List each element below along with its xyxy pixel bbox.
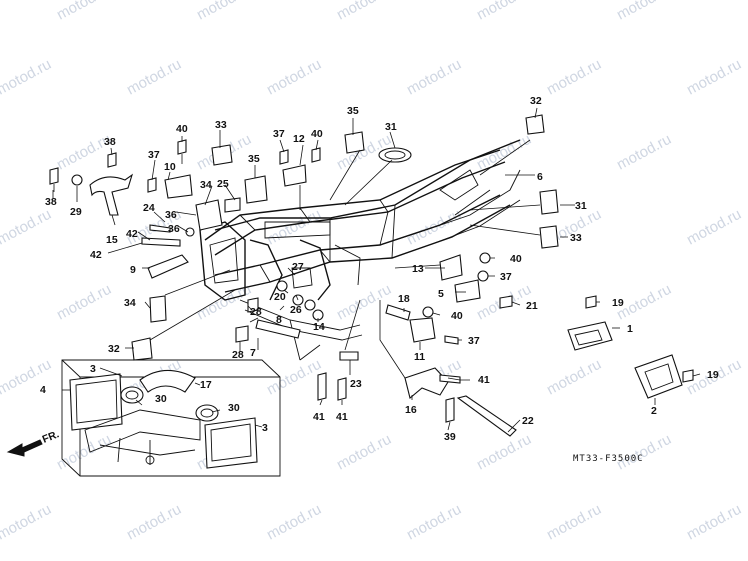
callout-36-2: 36 [168, 223, 180, 235]
callout-22: 22 [522, 415, 534, 427]
callout-12: 12 [293, 133, 305, 145]
callout-30: 30 [155, 393, 167, 405]
callout-32-2: 32 [530, 95, 542, 107]
callout-1: 1 [627, 323, 633, 335]
watermark-text: motod.ru [544, 501, 604, 544]
callout-39: 39 [444, 431, 456, 443]
callout-40: 40 [176, 123, 188, 135]
callout-26: 26 [290, 304, 302, 316]
watermark-text: motod.ru [614, 131, 674, 174]
watermark-text: motod.ru [194, 0, 254, 24]
callout-18: 18 [398, 293, 410, 305]
watermark-text: motod.ru [684, 206, 744, 249]
watermark-text: motod.ru [54, 0, 114, 24]
callout-4: 4 [40, 384, 46, 396]
watermark-text: motod.ru [614, 0, 674, 24]
callout-35: 35 [347, 105, 359, 117]
callout-38: 38 [104, 136, 116, 148]
callout-37-4: 37 [468, 335, 480, 347]
callout-6: 6 [537, 171, 543, 183]
callout-40-4: 40 [451, 310, 463, 322]
small-parts [49, 114, 694, 437]
callout-3-2: 3 [262, 422, 268, 434]
callout-28: 28 [232, 349, 244, 361]
watermark-text: motod.ru [614, 431, 674, 474]
callout-9: 9 [130, 264, 136, 276]
callout-40-3: 40 [510, 253, 522, 265]
callout-17: 17 [200, 379, 212, 391]
watermark-text: motod.ru [684, 56, 744, 99]
callout-15: 15 [106, 234, 118, 246]
watermark-text: motod.ru [264, 56, 324, 99]
callout-40-2: 40 [311, 128, 323, 140]
watermark-text: motod.ru [124, 56, 184, 99]
callout-10: 10 [164, 161, 176, 173]
callout-19: 19 [612, 297, 624, 309]
callout-25: 25 [217, 178, 229, 190]
watermark-text: motod.ru [404, 56, 464, 99]
watermark-text: motod.ru [474, 0, 534, 24]
callout-42: 42 [126, 228, 138, 240]
diagram-code: MT33-F3500C [573, 454, 644, 464]
watermark-text: motod.ru [334, 0, 394, 24]
callout-5: 5 [438, 288, 444, 300]
watermark-text: motod.ru [0, 56, 54, 99]
watermark-text: motod.ru [334, 431, 394, 474]
callout-33-2: 33 [570, 232, 582, 244]
callout-42-2: 42 [90, 249, 102, 261]
callout-24: 24 [143, 202, 155, 214]
leader-lines [52, 107, 701, 433]
watermark-text: motod.ru [54, 281, 114, 324]
callout-34-2: 34 [124, 297, 136, 309]
callout-41-3: 41 [336, 411, 348, 423]
watermark-text: motod.ru [0, 356, 54, 399]
callout-37-2: 37 [273, 128, 285, 140]
watermark-text: motod.ru [474, 131, 534, 174]
watermark-text: motod.ru [0, 501, 54, 544]
callout-8: 8 [276, 314, 282, 326]
watermark-text: motod.ru [0, 206, 54, 249]
callout-27: 27 [292, 261, 304, 273]
callout-41: 41 [478, 374, 490, 386]
watermark-text: motod.ru [474, 431, 534, 474]
callout-13: 13 [412, 263, 424, 275]
callout-31: 31 [385, 121, 397, 133]
callout-19-2: 19 [707, 369, 719, 381]
watermark-text: motod.ru [544, 356, 604, 399]
watermark-text: motod.ru [544, 56, 604, 99]
callout-31-2: 31 [575, 200, 587, 212]
main-frame [199, 139, 521, 361]
watermark-text: motod.ru [404, 501, 464, 544]
watermark-text: motod.ru [264, 501, 324, 544]
callout-37: 37 [148, 149, 160, 161]
callout-32: 32 [108, 343, 120, 355]
callout-30-2: 30 [228, 402, 240, 414]
watermark-text: motod.ru [334, 281, 394, 324]
inset-box [6, 359, 281, 477]
callout-34: 34 [200, 179, 212, 191]
callout-33: 33 [215, 119, 227, 131]
callout-38-2: 38 [45, 196, 57, 208]
watermark-text: motod.ru [684, 501, 744, 544]
callout-16: 16 [405, 404, 417, 416]
callout-41-2: 41 [313, 411, 325, 423]
callout-37-3: 37 [500, 271, 512, 283]
callout-29: 29 [70, 206, 82, 218]
callout-3: 3 [90, 363, 96, 375]
callout-23: 23 [350, 378, 362, 390]
callout-21: 21 [526, 300, 538, 312]
callout-2: 2 [651, 405, 657, 417]
callout-35-2: 35 [248, 153, 260, 165]
callout-7: 7 [250, 347, 256, 359]
callout-36: 36 [165, 209, 177, 221]
callout-11: 11 [414, 351, 425, 363]
front-direction-label: FR. [41, 428, 61, 445]
callout-28-2: 28 [250, 306, 262, 318]
watermark-text: motod.ru [124, 501, 184, 544]
watermark-text: motod.ru [54, 431, 114, 474]
callout-14: 14 [313, 321, 325, 333]
callout-20: 20 [274, 291, 286, 303]
